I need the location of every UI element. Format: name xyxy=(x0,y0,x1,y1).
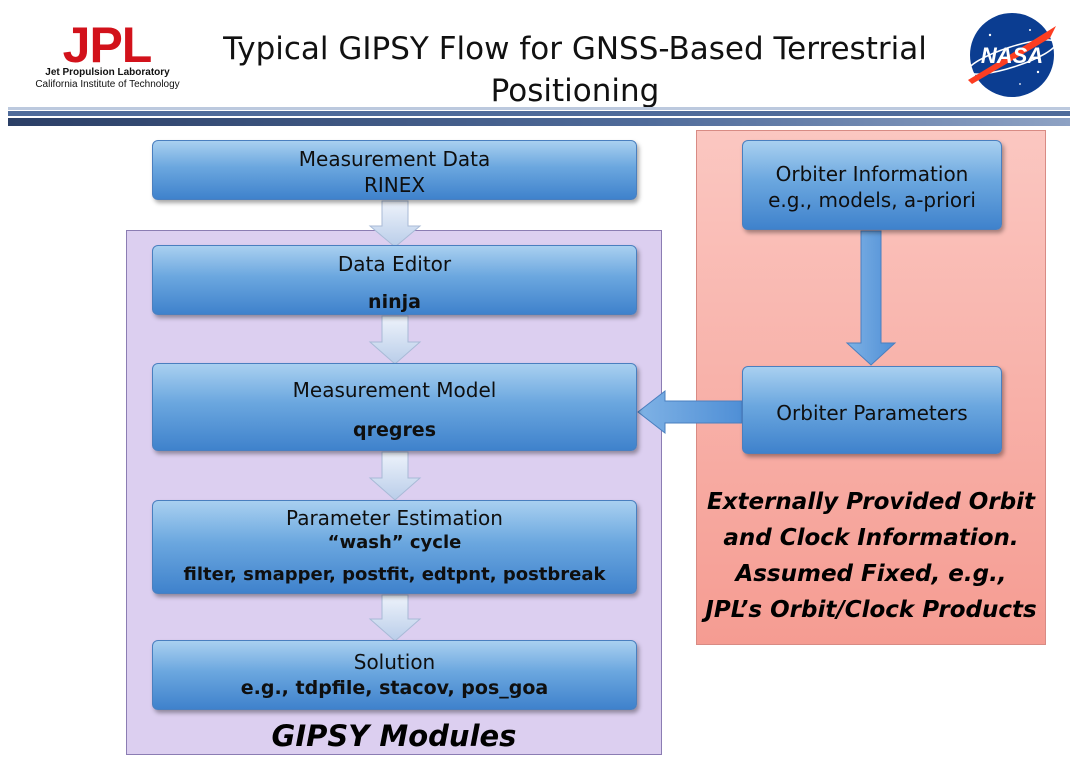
slide-title: Typical GIPSY Flow for GNSS-Based Terres… xyxy=(220,28,930,112)
orbiter-information-box: Orbiter Information e.g., models, a-prio… xyxy=(742,140,1002,230)
data-editor-module: ninja xyxy=(368,291,421,313)
arrow-measurement-model-to-parameter-estimation xyxy=(368,451,422,501)
arrow-orbiter-parameters-to-measurement-model xyxy=(637,389,743,435)
measurement-model-module: qregres xyxy=(352,419,437,441)
nasa-logo: NASA xyxy=(967,13,1057,97)
arrow-data-editor-to-measurement-model xyxy=(368,315,422,365)
external-info-label: Externally Provided Orbit and Clock Info… xyxy=(696,484,1046,628)
external-info-label-line: Assumed Fixed, e.g., xyxy=(735,561,1007,587)
jpl-logo-line1: Jet Propulsion Laboratory xyxy=(45,67,170,78)
measurement-model-title: Measurement Model xyxy=(292,378,497,402)
orbiter-information-detail: e.g., models, a-priori xyxy=(768,188,976,212)
solution-title: Solution xyxy=(353,650,436,674)
orbiter-parameters-title: Orbiter Parameters xyxy=(776,401,968,425)
orbiter-information-title: Orbiter Information xyxy=(775,162,969,186)
solution-outputs: e.g., tdpfile, stacov, pos_goa xyxy=(240,677,549,699)
measurement-data-box: Measurement Data RINEX xyxy=(152,140,637,200)
measurement-model-box: Measurement Model qregres xyxy=(152,363,637,451)
slide-title-line2: Positioning xyxy=(490,73,660,109)
measurement-data-title: Measurement Data xyxy=(298,147,491,171)
header-stripe-light xyxy=(8,107,1070,110)
parameter-estimation-cycle: “wash” cycle xyxy=(327,532,462,553)
jpl-logo: JPL Jet Propulsion Laboratory California… xyxy=(20,20,200,100)
header-stripe-dark xyxy=(8,118,1070,126)
parameter-estimation-title: Parameter Estimation xyxy=(286,506,503,530)
jpl-logo-line2: California Institute of Technology xyxy=(35,79,180,90)
slide-title-line1: Typical GIPSY Flow for GNSS-Based Terres… xyxy=(223,31,927,67)
arrow-measurement-data-to-data-editor xyxy=(368,200,422,248)
measurement-data-format: RINEX xyxy=(363,173,426,197)
external-info-label-line: JPL’s Orbit/Clock Products xyxy=(705,597,1037,623)
parameter-estimation-modules: filter, smapper, postfit, edtpnt, postbr… xyxy=(183,564,606,585)
jpl-logo-letters: JPL xyxy=(62,17,153,73)
nasa-logo-text: NASA xyxy=(981,43,1043,68)
data-editor-box: Data Editor ninja xyxy=(152,245,637,315)
arrow-orbiter-information-to-orbiter-parameters xyxy=(845,230,897,366)
data-editor-title: Data Editor xyxy=(337,252,452,276)
solution-box: Solution e.g., tdpfile, stacov, pos_goa xyxy=(152,640,637,710)
external-info-label-line: and Clock Information. xyxy=(723,525,1019,551)
header-stripe-mid xyxy=(8,111,1070,116)
gipsy-modules-label: GIPSY Modules xyxy=(271,719,517,753)
external-info-label-line: Externally Provided Orbit xyxy=(706,489,1036,515)
parameter-estimation-box: Parameter Estimation “wash” cycle filter… xyxy=(152,500,637,594)
arrow-parameter-estimation-to-solution xyxy=(368,594,422,642)
orbiter-parameters-box: Orbiter Parameters xyxy=(742,366,1002,454)
